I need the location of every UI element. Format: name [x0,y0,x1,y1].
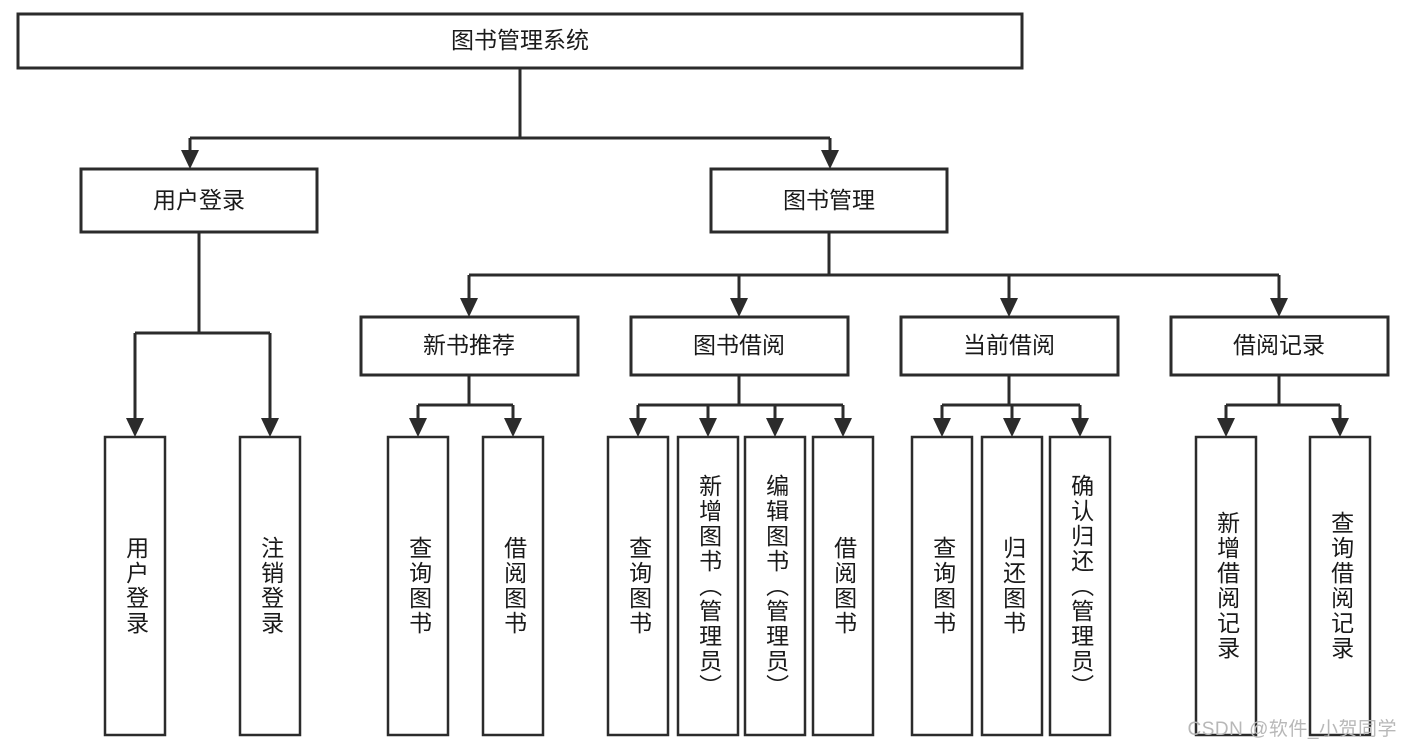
connector-group-root [181,68,839,169]
node-box-leaf-confirm-return[interactable] [1048,435,1112,737]
watermark-label: CSDN @软件_小贺同学 [1187,719,1397,740]
node-label-borrow-record: 借阅记录 [1233,332,1325,358]
node-box-book-management[interactable] [709,167,949,234]
node-box-leaf-query-book-3[interactable] [910,435,974,737]
node-box-leaf-query-record[interactable] [1308,435,1372,737]
connector-group-new-book-recommend [409,375,522,437]
arrow-head-login [181,150,199,169]
arrow-head-leaf-borrowrecord-2 [1331,418,1349,437]
node-box-user-login[interactable] [79,167,319,234]
arrow-head-leaf-borrowrecord-1 [1217,418,1235,437]
node-box-leaf-edit-book[interactable] [743,435,807,737]
connector-group-book-management [460,232,1288,317]
node-box-new-book-recommend[interactable] [359,315,580,377]
node-box-current-borrow[interactable] [899,315,1120,377]
arrow-head-book-borrow [730,298,748,317]
node-label-book-management: 图书管理 [783,187,875,213]
arrow-head-leaf-bookborrow-1 [629,418,647,437]
node-box-leaf-logout[interactable] [238,435,302,737]
node-box-leaf-user-login[interactable] [103,435,167,737]
arrow-head-leaf-bookborrow-4 [834,418,852,437]
arrow-head-leaf-bookborrow-2 [699,418,717,437]
arrow-head-leaf-currentborrow-2 [1003,418,1021,437]
arrow-head-leaf-newbook-2 [504,418,522,437]
arrow-head-leaf-currentborrow-3 [1071,418,1089,437]
node-box-root[interactable] [16,12,1024,70]
node-box-book-borrow[interactable] [629,315,850,377]
node-label-user-login: 用户登录 [153,187,245,213]
node-label-book-borrow: 图书借阅 [693,332,785,358]
arrow-head-new-book [460,298,478,317]
node-box-leaf-query-book-2[interactable] [606,435,670,737]
arrow-head-leaf-currentborrow-1 [933,418,951,437]
arrow-head-current-borrow [1000,298,1018,317]
connector-group-current-borrow [933,375,1089,437]
connector-group-book-borrow [629,375,852,437]
arrow-head-borrow-record [1270,298,1288,317]
arrow-head-leaf-user-login [126,418,144,437]
arrow-head-leaf-logout [261,418,279,437]
arrow-head-leaf-newbook-1 [409,418,427,437]
node-box-leaf-borrow-book-1[interactable] [481,435,545,737]
arrow-head-leaf-bookborrow-3 [766,418,784,437]
arrow-head-bookmgmt [821,150,839,169]
connector-group-borrow-record [1217,375,1349,437]
node-box-leaf-add-book[interactable] [676,435,740,737]
node-box-leaf-query-book-1[interactable] [386,435,450,737]
node-box-leaf-add-record[interactable] [1194,435,1258,737]
node-box-leaf-return-book[interactable] [980,435,1044,737]
node-label-new-book-recommend: 新书推荐 [423,332,515,358]
node-label-current-borrow: 当前借阅 [963,332,1055,358]
node-label-root: 图书管理系统 [451,27,589,53]
node-box-borrow-record[interactable] [1169,315,1390,377]
connector-group-user-login [126,232,279,437]
node-box-leaf-borrow-book-2[interactable] [811,435,875,737]
